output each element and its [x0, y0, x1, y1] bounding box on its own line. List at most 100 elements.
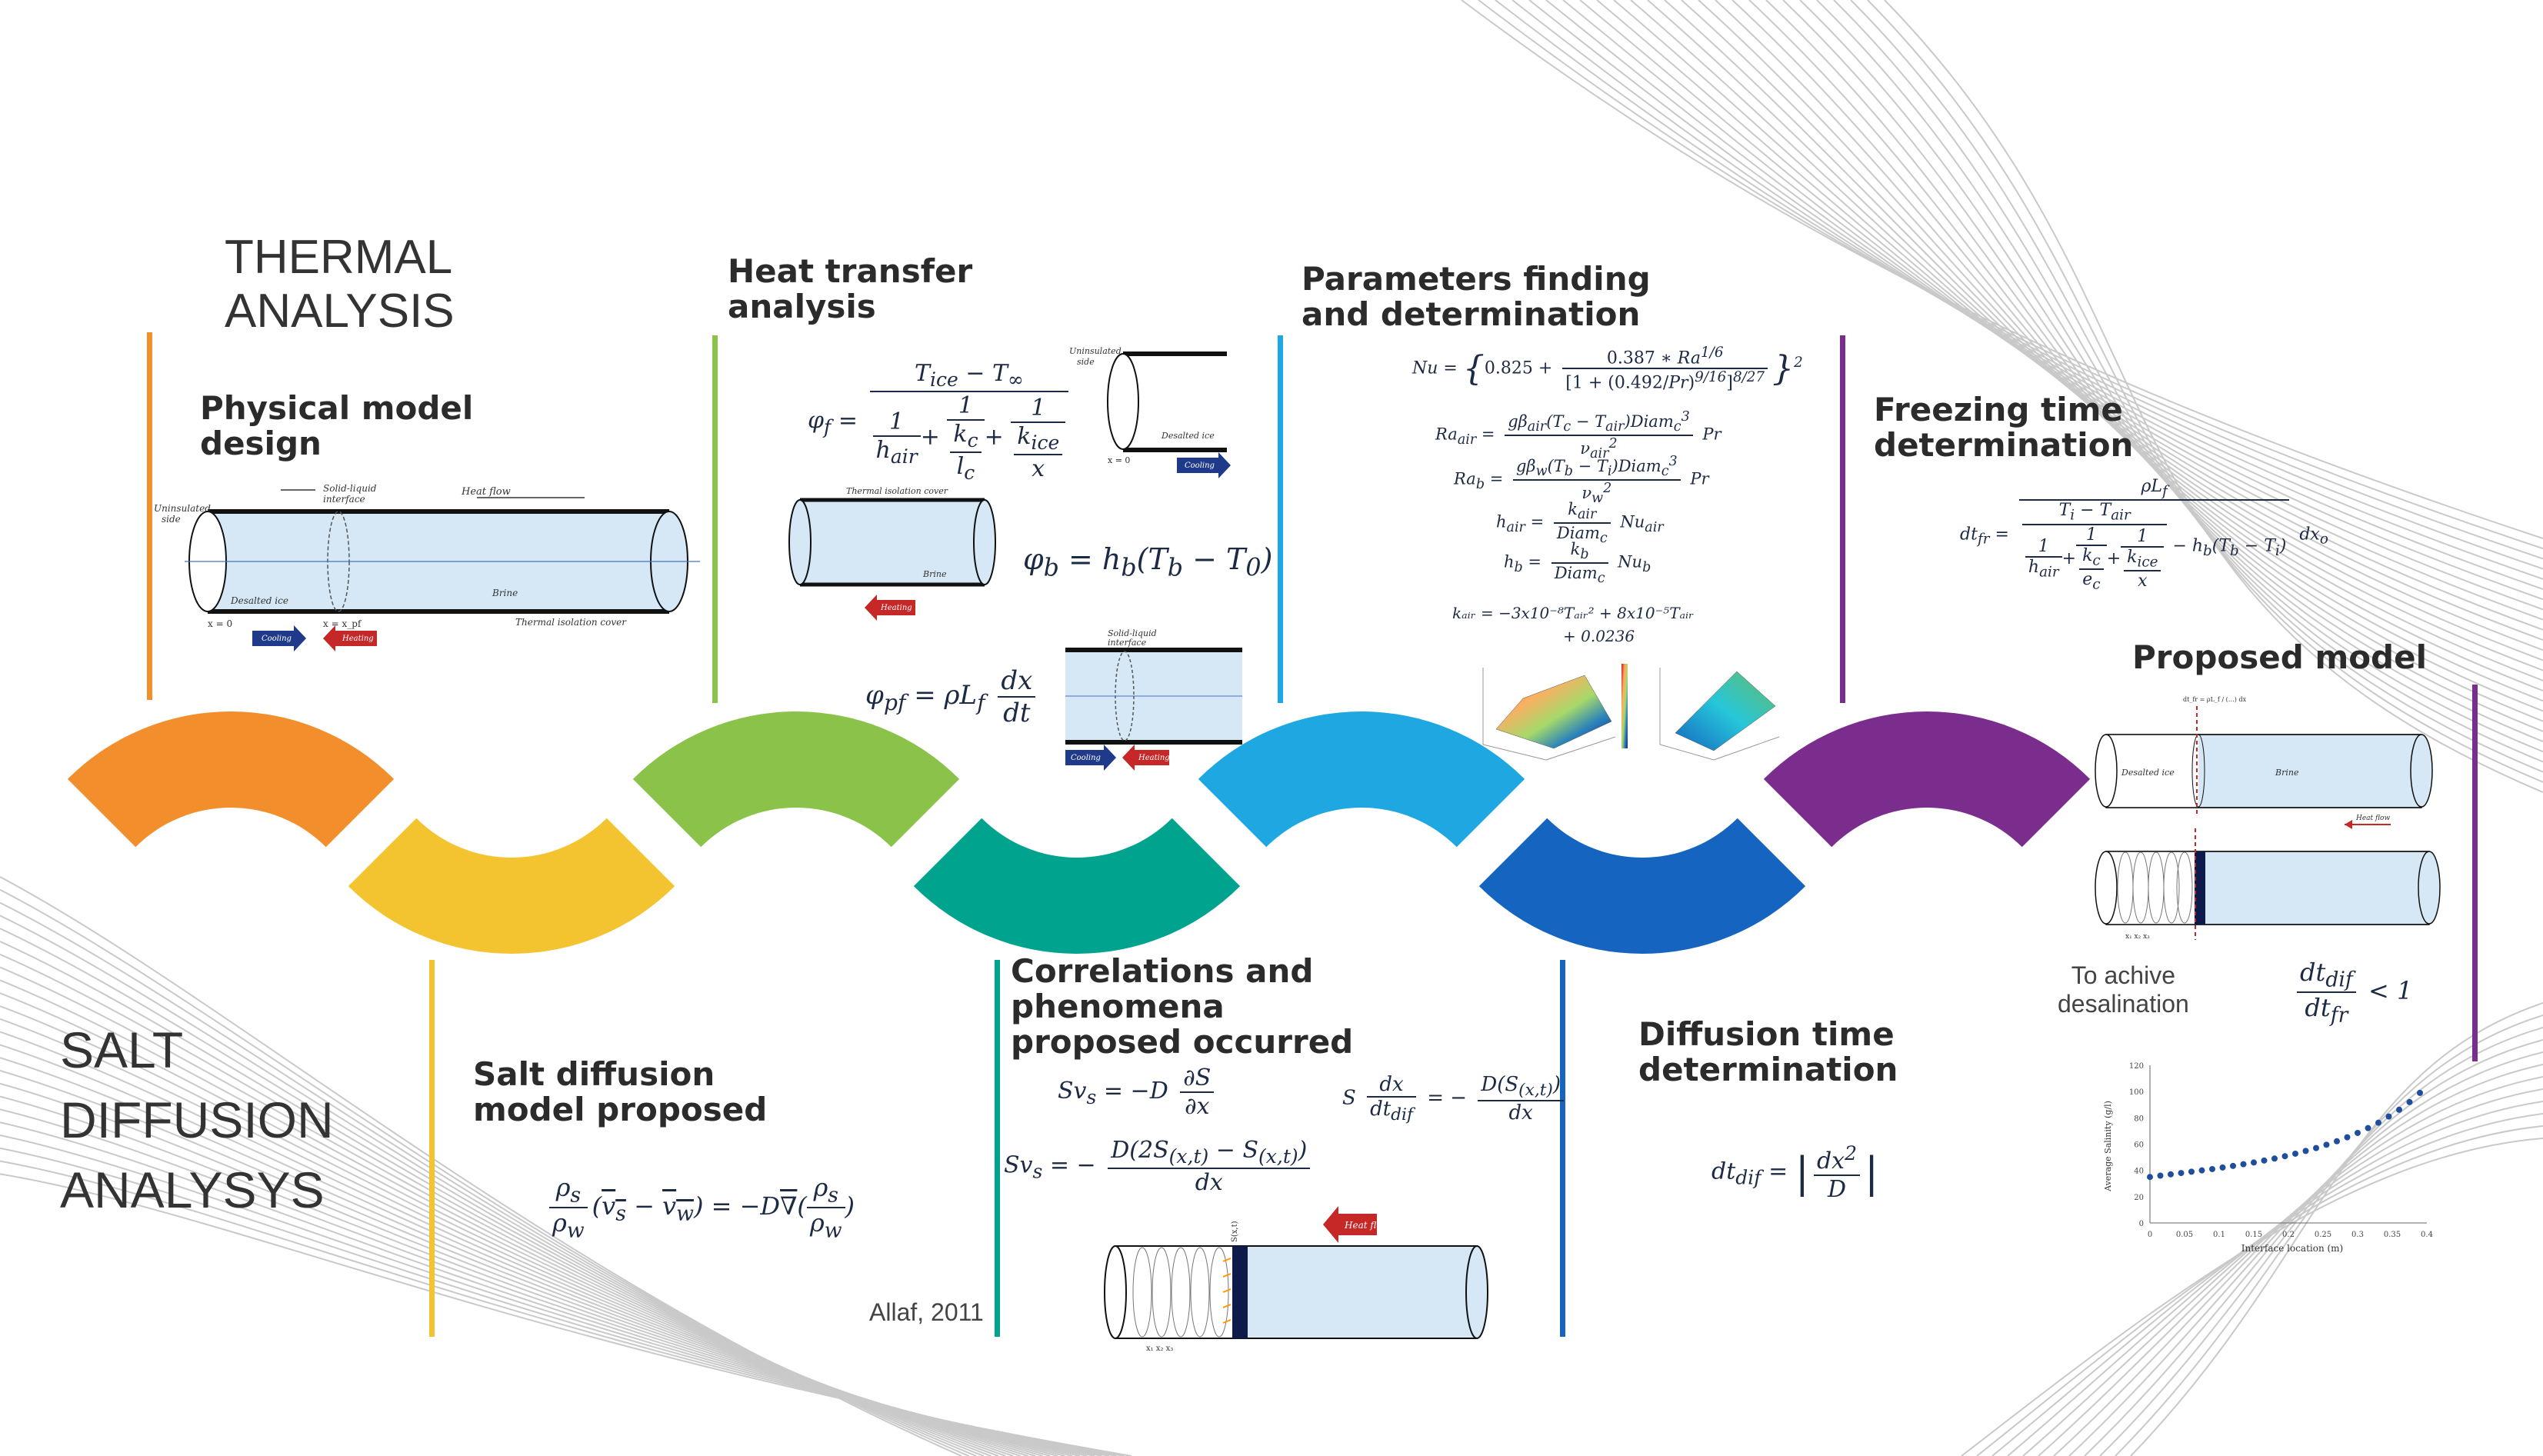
chart-y-axis-label: Average Salinity (g/l)	[2103, 1101, 2113, 1192]
chart-data-point	[2334, 1138, 2340, 1144]
wave-segment-teal	[913, 818, 1241, 954]
svg-text:x = 0: x = 0	[1108, 455, 1130, 465]
chart-y-tick-label: 100	[2129, 1088, 2144, 1097]
section-diffusion-time: Diffusion time determination	[1638, 1015, 1898, 1089]
svg-text:Heating: Heating	[342, 635, 374, 643]
section-correlations: Correlations and phenomena proposed occu…	[1011, 952, 1354, 1061]
chart-data-point	[2396, 1106, 2402, 1113]
thermal-analysis-heading: THERMAL ANALYSIS	[225, 231, 455, 338]
chart-data-point	[2292, 1150, 2298, 1157]
heat-transfer-cylinder-small-top: Uninsulated side Desalted ice x = 0 Cool…	[1069, 346, 1231, 478]
chart-data-point	[2261, 1157, 2268, 1164]
heat-transfer-cylinder-small-bottom: Solid-liquid interface Cooling Heating	[1065, 628, 1242, 771]
chart-x-tick-label: 0.4	[2421, 1231, 2433, 1239]
svg-text:Uninsulated: Uninsulated	[154, 503, 211, 514]
chart-data-point	[2271, 1155, 2278, 1162]
svg-text:Uninsulated: Uninsulated	[1069, 346, 1122, 356]
chart-data-point	[2209, 1165, 2215, 1172]
svg-text:Cooling: Cooling	[1071, 754, 1101, 762]
divider-teal	[995, 960, 1000, 1337]
nusselt-equation: Nu = {0.825 + 0.387 ∗ Ra1/6[1 + (0.492/P…	[1412, 345, 1803, 393]
svg-text:x₁ x₂ x₃: x₁ x₂ x₃	[2125, 933, 2150, 941]
svg-text:Solid-liquid: Solid-liquid	[1108, 628, 1157, 638]
wave-segment-purple	[1763, 711, 2091, 848]
svg-text:x = x_pf: x = x_pf	[323, 618, 362, 629]
svg-text:dt_fr = ρL_f / (…) dx: dt_fr = ρL_f / (…) dx	[2183, 696, 2247, 703]
chart-data-point	[2251, 1159, 2257, 1166]
divider-purple	[1840, 335, 1845, 703]
svg-text:x = 0: x = 0	[208, 618, 232, 629]
svg-text:Thermal isolation cover: Thermal isolation cover	[515, 617, 627, 628]
chart-data-point	[2219, 1164, 2226, 1171]
chart-data-point	[2417, 1089, 2423, 1096]
chart-data-point	[2147, 1174, 2153, 1181]
divider-darkblue	[1560, 960, 1565, 1337]
svg-text:Heating: Heating	[1138, 754, 1170, 762]
chart-data-point	[2365, 1124, 2371, 1131]
divider-orange	[147, 332, 152, 700]
svg-text:interface: interface	[323, 494, 365, 505]
k-air-equation-continued: + 0.0236	[1563, 627, 1635, 645]
chart-data-point	[2168, 1171, 2174, 1178]
svg-text:Heat flow: Heat flow	[1344, 1220, 1391, 1231]
wave-segment-orange	[67, 711, 395, 848]
chart-x-tick-label: 0.3	[2351, 1231, 2364, 1239]
chart-data-point	[2323, 1141, 2330, 1148]
chart-data-point	[2281, 1153, 2288, 1160]
svg-text:Heat flow: Heat flow	[2355, 815, 2390, 822]
desalination-condition-label: To achive desalination	[2058, 961, 2189, 1018]
svg-text:interface: interface	[1108, 638, 1147, 648]
chart-x-tick-label: 0.1	[2213, 1231, 2225, 1239]
svg-text:Cooling: Cooling	[262, 635, 292, 643]
divider-yellow	[429, 960, 435, 1337]
svg-text:Cooling: Cooling	[1185, 461, 1215, 470]
divider-purple-right	[2472, 685, 2478, 1061]
svg-text:Desalted ice: Desalted ice	[2121, 768, 2175, 778]
wave-segment-light-green	[632, 711, 960, 848]
chart-data-point	[2344, 1134, 2351, 1141]
sv-difference-equation: Svs = − D(2S(x,t) − S(x,t))dx	[1004, 1137, 1315, 1196]
heat-transfer-cylinder-small-middle: Thermal isolation cover Brine Heating	[788, 486, 996, 621]
section-heat-transfer: Heat transfer analysis	[728, 252, 973, 326]
section-salt-diffusion-model: Salt diffusion model proposed	[473, 1055, 768, 1129]
section-parameters: Parameters finding and determination	[1301, 260, 1651, 334]
salt-diffusion-heading: SALT DIFFUSION ANALYSYS	[60, 1021, 334, 1219]
svg-text:Desalted ice: Desalted ice	[230, 595, 288, 606]
chart-x-tick-label: 0.05	[2176, 1231, 2193, 1239]
section-proposed-model: Proposed model	[2132, 638, 2428, 676]
chart-x-tick-label: 0.2	[2282, 1231, 2295, 1239]
chart-y-tick-label: 0	[2139, 1220, 2144, 1228]
svg-text:Brine: Brine	[492, 588, 518, 598]
chart-y-tick-label: 20	[2134, 1194, 2144, 1202]
proposed-model-cylinder-top: dt_fr = ρL_f / (…) dx Desalted ice Brine	[2095, 696, 2433, 815]
svg-text:Desalted ice: Desalted ice	[1161, 431, 1215, 441]
svg-text:Brine: Brine	[922, 569, 947, 579]
chart-data-point	[2355, 1129, 2361, 1136]
chart-data-point	[2406, 1098, 2413, 1105]
k-air-equation: kₐᵢᵣ = −3x10⁻⁸Tₐᵢᵣ² + 8x10⁻⁵Tₐᵢᵣ	[1452, 604, 1695, 622]
chart-y-tick-label: 80	[2134, 1114, 2144, 1123]
wave-segment-dark-blue	[1478, 818, 1806, 955]
chart-x-tick-label: 0.15	[2245, 1231, 2262, 1239]
svg-text:Heat flow: Heat flow	[461, 486, 511, 498]
physical-model-cylinder-diagram: Solid-liquid interface Heat flow Uninsul…	[154, 483, 700, 651]
section-freezing-time: Freezing time determination	[1874, 391, 2134, 465]
wave-segment-light-blue	[1198, 711, 1525, 848]
chart-data-point	[2188, 1168, 2195, 1175]
svg-text:Brine: Brine	[2275, 768, 2299, 778]
svg-text:Heating: Heating	[880, 604, 912, 612]
chart-y-tick-label: 60	[2134, 1141, 2144, 1150]
chart-data-point	[2375, 1119, 2381, 1126]
